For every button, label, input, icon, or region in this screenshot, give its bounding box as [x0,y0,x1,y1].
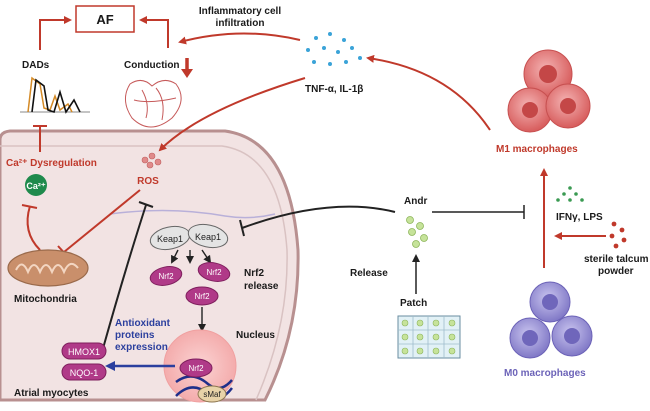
atrial-myocyte-cell [0,129,300,402]
patch-label: Patch [400,298,427,309]
ca-dysregulation-label: Ca²⁺ Dysregulation [6,158,97,169]
heart-icon [125,80,182,128]
ifn-lps-dots [556,186,584,202]
hmox1-box [61,342,107,360]
nrf2-label-b: Nrf2 [206,268,222,277]
conduction-to-af-arrow [139,16,169,48]
cytokines-to-conduction-arrow [178,32,301,45]
ros-label: ROS [137,176,159,187]
dads-to-af-arrow [39,16,72,50]
hmox1-label: HMOX1 [68,347,100,357]
m1-label: M1 macrophages [496,144,578,155]
mitochondria-icon [7,249,89,287]
andr-label: Andr [404,196,427,207]
cytokines-to-ros-arrow [158,77,306,152]
nrf2-nucleus-blob [179,358,213,378]
talc-label-line1: sterile talcum [584,254,649,265]
keap1-release-arrows [171,249,212,264]
nrf2-nucleus-label: Nrf2 [188,364,204,373]
patch-icon [397,315,461,359]
af-box [75,5,135,33]
keap1-label-a: Keap1 [157,234,183,244]
andr-to-keap1-line [241,205,396,229]
m1-macrophage-cluster [507,49,591,133]
nucleus-label: Nucleus [236,330,275,341]
keap1-label-b: Keap1 [195,232,221,242]
af-label: AF [96,12,113,27]
dads-label: DADs [22,60,50,71]
inflammatory-label-line1: Inflammatory cell [199,6,281,17]
antioxidant-to-ros-line [101,204,147,353]
andr-particles-icon [406,216,428,248]
antioxidant-label-line3: expression [115,342,168,353]
ifn-lps-label: IFNγ, LPS [556,212,603,223]
ca-ion-icon [25,174,47,196]
talc-label-line2: powder [598,266,634,277]
talc-dots [609,221,627,249]
nrf2-release-label-line1: Nrf2 [244,268,264,279]
nrf2-label-c: Nrf2 [194,292,210,301]
nrf2-release-label-line2: release [244,281,279,292]
smaf-blob [197,385,227,403]
nrf2-blob-b [197,262,231,282]
m0-label: M0 macrophages [504,368,586,379]
dads-trace-icon [20,76,90,114]
ros-to-mitochondria-line [63,189,141,253]
mitochondria-label: Mitochondria [14,294,77,305]
nqo1-box [61,363,107,381]
tnf-label: TNF-α, IL-1β [305,84,363,95]
keap1-complex [149,223,229,251]
inflammatory-label-line2: infiltration [216,18,265,29]
nrf2-blob-a [149,266,183,286]
mitochondria-to-ca-line [26,205,41,251]
nqo1-label: NQO-1 [70,368,99,378]
cytokine-dots [306,32,362,66]
m0-macrophage-cluster [509,281,593,359]
conduction-label: Conduction [124,60,180,71]
smaf-label: sMaf [203,390,221,399]
ca-ion-label: Ca²⁺ [26,181,46,191]
ros-particles-icon [141,152,162,169]
release-label: Release [350,268,388,279]
atrial-myocytes-label: Atrial myocytes [14,388,89,399]
antioxidant-label-line1: Antioxidant [115,318,171,329]
cytoskeleton-line [109,209,276,219]
cell-membrane-inner [0,145,288,401]
nrf2-label-a: Nrf2 [158,272,174,281]
antioxidant-label-line2: proteins [115,330,155,341]
nrf2-blob-c [185,286,219,306]
m1-to-cytokines-arrow [366,54,491,131]
